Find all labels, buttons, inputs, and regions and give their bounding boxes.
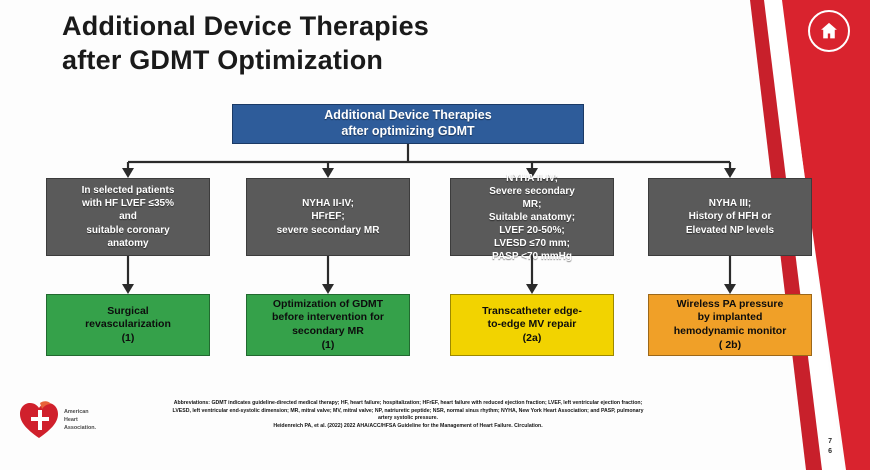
footnote-citation: Heidenreich PA, et al. (2022) 2022 AHA/A… — [273, 422, 543, 429]
aha-wordmark-line-1: American — [64, 409, 89, 415]
recommendation-box-3: Transcatheter edge-to-edge MV repair(2a) — [450, 294, 614, 356]
aha-logo: American Heart Association. — [18, 398, 138, 444]
recommendation-text-3: Transcatheter edge-to-edge MV repair(2a) — [482, 304, 582, 344]
footnote-abbreviations: Abbreviations: GDMT indicates guideline-… — [172, 400, 644, 422]
title-line-2: after GDMT Optimization — [62, 44, 384, 75]
footnote: Abbreviations: GDMT indicates guideline-… — [168, 400, 648, 430]
page-number-value: 7 — [828, 438, 832, 446]
heart-torch-icon — [20, 401, 58, 438]
root-label-line-2: after optimizing GDMT — [341, 124, 475, 138]
title-line-1: Additional Device Therapies — [62, 11, 429, 41]
root-label-line-1: Additional Device Therapies — [324, 108, 492, 123]
home-icon[interactable] — [808, 10, 850, 52]
page-title: Additional Device Therapies after GDMT O… — [62, 10, 622, 78]
page-number: 7 6 — [828, 437, 832, 456]
criteria-box-2: NYHA II-IV;HFrEF;severe secondary MR — [246, 178, 410, 256]
aha-wordmark-line-2: Heart — [64, 417, 78, 424]
aha-wordmark: American Heart Association. — [64, 408, 96, 432]
page-number-sub: 6 — [828, 447, 832, 455]
criteria-text-2: NYHA II-IV;HFrEF;severe secondary MR — [276, 198, 380, 236]
root-node: Additional Device Therapies after optimi… — [232, 104, 584, 144]
aha-wordmark-line-3: Association. — [64, 425, 97, 432]
